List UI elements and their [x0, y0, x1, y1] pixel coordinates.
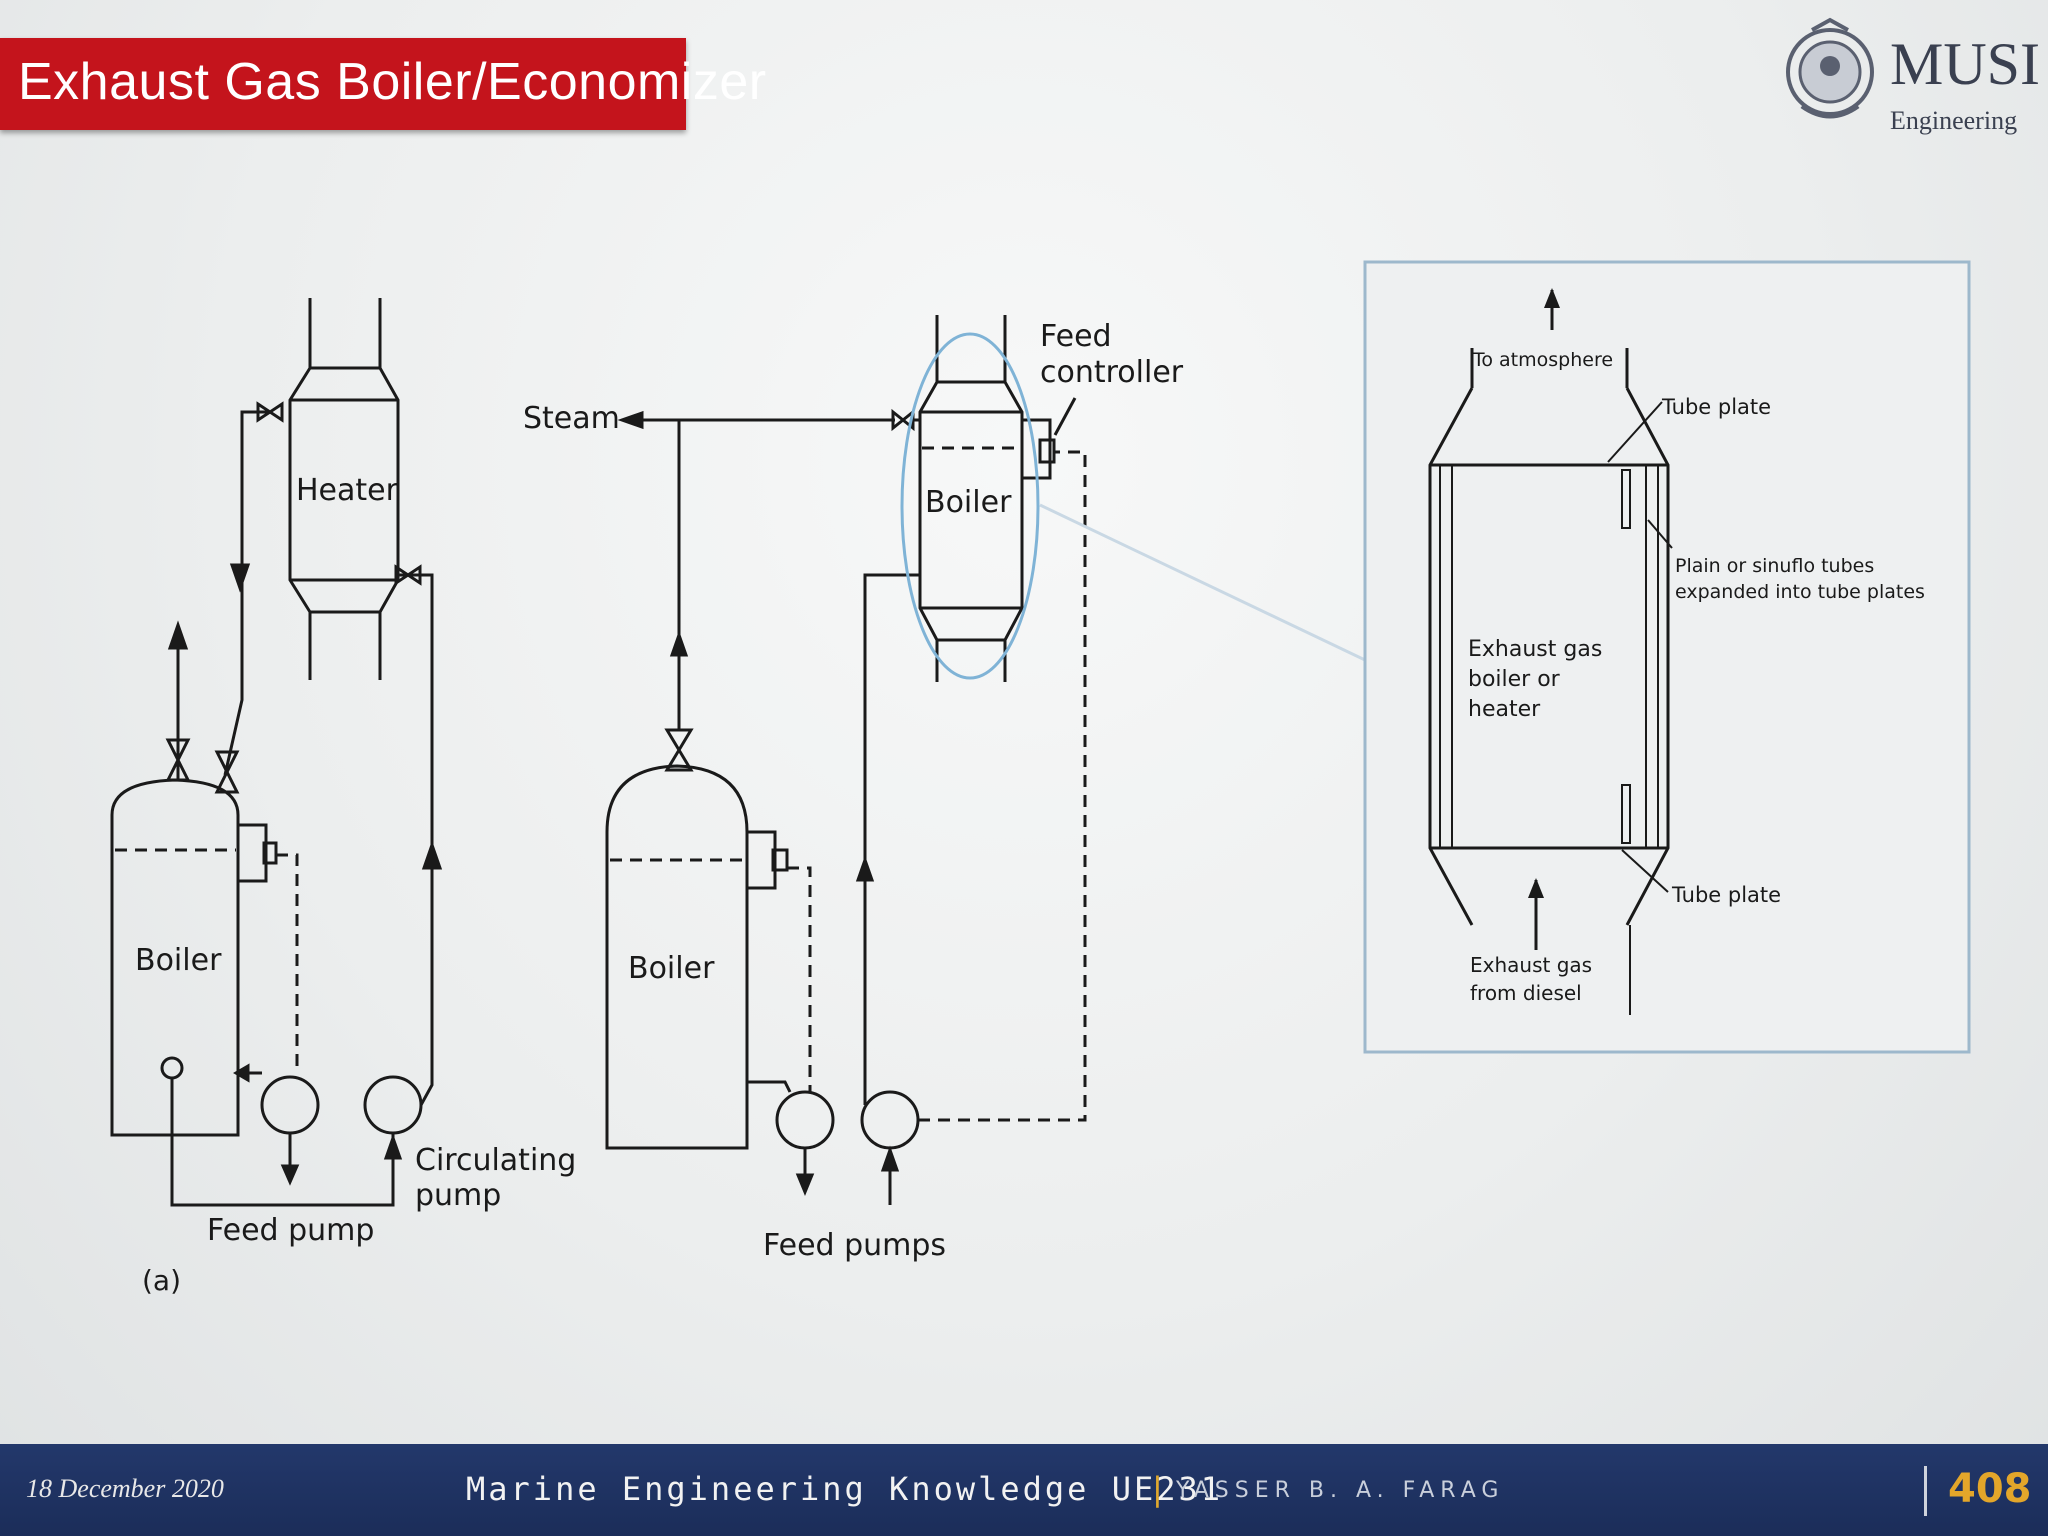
steam-label: Steam	[523, 401, 620, 436]
zoom-connector	[1039, 503, 1366, 662]
footer-author: YASSER B. A. FARAG	[1176, 1478, 1505, 1503]
tube-plate-top-label: Tube plate	[1661, 395, 1771, 419]
footer-divider	[1924, 1466, 1927, 1516]
musi-logo: MUSI Engineering	[1780, 14, 2040, 144]
circulating-pump-label-1: Circulating	[415, 1143, 576, 1178]
feed-pump-a	[260, 1075, 320, 1135]
logo-name: MUSI	[1890, 31, 2041, 97]
circulating-pump-a	[363, 1075, 423, 1135]
inlet-label-2: from diesel	[1470, 981, 1582, 1005]
circulating-pump-label-2: pump	[415, 1178, 501, 1213]
lower-boiler-label: Boiler	[628, 951, 715, 986]
tubes-label-1: Plain or sinuflo tubes	[1675, 555, 1874, 577]
page-number: 408	[1948, 1466, 2032, 1512]
to-atmosphere-label: To atmosphere	[1472, 349, 1613, 371]
tubes-label-2: expanded into tube plates	[1675, 581, 1925, 603]
body-label-2: boiler or	[1468, 667, 1561, 692]
logo-subtitle: Engineering	[1890, 106, 2018, 135]
title-banner: Exhaust Gas Boiler/Economizer	[0, 38, 766, 130]
body-label-1: Exhaust gas	[1468, 637, 1602, 662]
footer-separator: |	[1152, 1470, 1163, 1508]
lower-boiler-b	[605, 764, 789, 1150]
feed-pump-b1	[775, 1090, 835, 1150]
highlight-ellipse	[900, 332, 1040, 680]
feed-pump-label: Feed pump	[207, 1213, 374, 1248]
footer-course: Marine Engineering Knowledge UE231	[466, 1470, 1224, 1508]
feed-controller-label-2: controller	[1040, 355, 1184, 390]
detail-panel	[1363, 260, 1971, 1054]
boiler-a-label: Boiler	[135, 943, 222, 978]
caption-a: (a)	[142, 1264, 181, 1297]
slide-title: Exhaust Gas Boiler/Economizer	[18, 53, 767, 111]
crest-icon	[1786, 17, 1874, 119]
footer-date: 18 December 2020	[26, 1474, 224, 1503]
boiler-diagram: Heater Boiler Circulating pump Feed pump…	[110, 260, 1971, 1297]
feed-pumps-label: Feed pumps	[763, 1228, 946, 1263]
upper-boiler-label: Boiler	[925, 485, 1012, 520]
tube-plate-bottom-label: Tube plate	[1671, 883, 1781, 907]
inlet-label-1: Exhaust gas	[1470, 953, 1592, 977]
feed-pump-b2	[860, 1090, 920, 1150]
heater-label: Heater	[296, 473, 399, 508]
feed-controller-label-1: Feed	[1040, 319, 1112, 354]
body-label-3: heater	[1468, 697, 1541, 722]
slide-footer: 18 December 2020 Marine Engineering Know…	[0, 1444, 2048, 1536]
